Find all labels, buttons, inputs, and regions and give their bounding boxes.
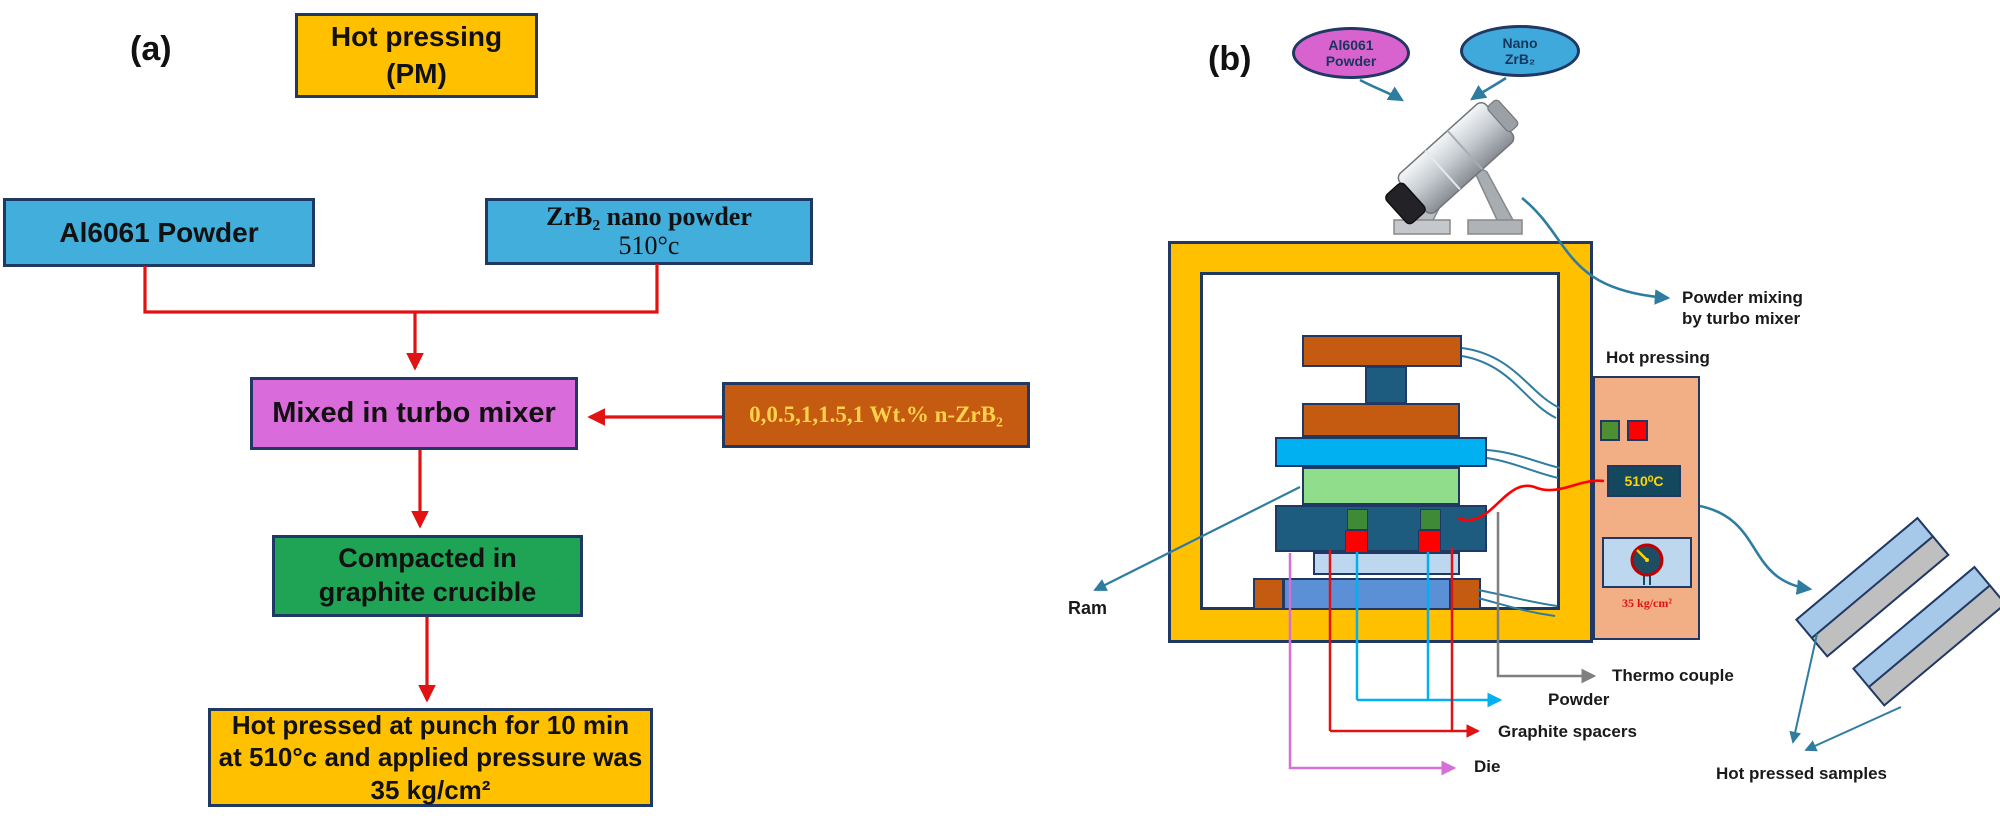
gauge-box xyxy=(1602,537,1692,588)
flow-box-zrb2-line1: ZrB₂ nano powder xyxy=(546,201,752,231)
powder-label: Powder xyxy=(1548,690,1610,709)
hot-pressed-samples-label: Hot pressed samples xyxy=(1716,764,1888,783)
base-plate xyxy=(1283,578,1451,610)
flow-box-wt-percent: 0,0.5,1,1.5,1 Wt.% n-ZrB₂ xyxy=(722,382,1030,448)
flow-box-compacted-crucible: Compacted in graphite crucible xyxy=(272,535,583,617)
die-block xyxy=(1275,505,1487,552)
flow-box-mixed-turbo-mixer: Mixed in turbo mixer xyxy=(250,377,578,450)
cooling-plate xyxy=(1275,437,1487,467)
stop-button xyxy=(1627,420,1648,441)
flow-box-zrb2-line2: 510°c xyxy=(618,230,680,260)
powder-compact-right xyxy=(1420,509,1441,530)
merge-connector xyxy=(143,264,659,314)
flow-box-hot-pressed-final: Hot pressed at punch for 10 min at 510°c… xyxy=(208,708,653,807)
ram-stem xyxy=(1365,366,1407,404)
arrow-sample1-to-label xyxy=(1789,633,1818,744)
die-label: Die xyxy=(1474,757,1501,776)
arrow-panel-to-samples xyxy=(1699,504,1813,595)
upper-punch-lower-bar xyxy=(1302,403,1460,437)
turbo-mixer-photo xyxy=(1385,99,1523,235)
ram-label: Ram xyxy=(1068,598,1108,618)
panel-a-tag: (a) xyxy=(130,30,172,68)
graphite-spacer-left xyxy=(1345,530,1368,554)
powder-mixing-label: Powder mixing by turbo mixer xyxy=(1682,288,1803,329)
arrow-al6061-to-mixer xyxy=(1359,78,1405,102)
ellipse-al6061-powder: Al6061 Powder xyxy=(1292,27,1410,79)
flow-box-al6061-powder: Al6061 Powder xyxy=(3,198,315,267)
start-button xyxy=(1600,420,1620,441)
arrow-zrb2-to-mixer xyxy=(1470,76,1507,101)
hot-pressing-label: Hot pressing xyxy=(1606,348,1710,367)
graphite-spacer-right xyxy=(1418,530,1441,554)
arrow-sample2-to-label xyxy=(1804,706,1902,752)
thermo-couple-label: Thermo couple xyxy=(1612,666,1734,685)
pressure-value-label: 35 kg/cm² xyxy=(1622,596,1672,610)
flow-box-hot-pressing-pm: Hot pressing (PM) xyxy=(295,13,538,98)
ellipse-nano-zrb2: Nano ZrB₂ xyxy=(1460,25,1580,77)
graphite-spacers-label: Graphite spacers xyxy=(1498,722,1637,741)
base-block-left xyxy=(1253,578,1284,610)
ram-plate xyxy=(1302,467,1460,505)
panel-b-tag: (b) xyxy=(1208,40,1252,78)
powder-compact-left xyxy=(1347,509,1368,530)
base-block-right xyxy=(1450,578,1481,610)
temperature-display: 510⁰C xyxy=(1607,465,1681,497)
lower-spacer-plate xyxy=(1313,552,1460,575)
pressure-gauge-icon xyxy=(1630,543,1664,585)
upper-punch-top-bar xyxy=(1302,335,1462,367)
